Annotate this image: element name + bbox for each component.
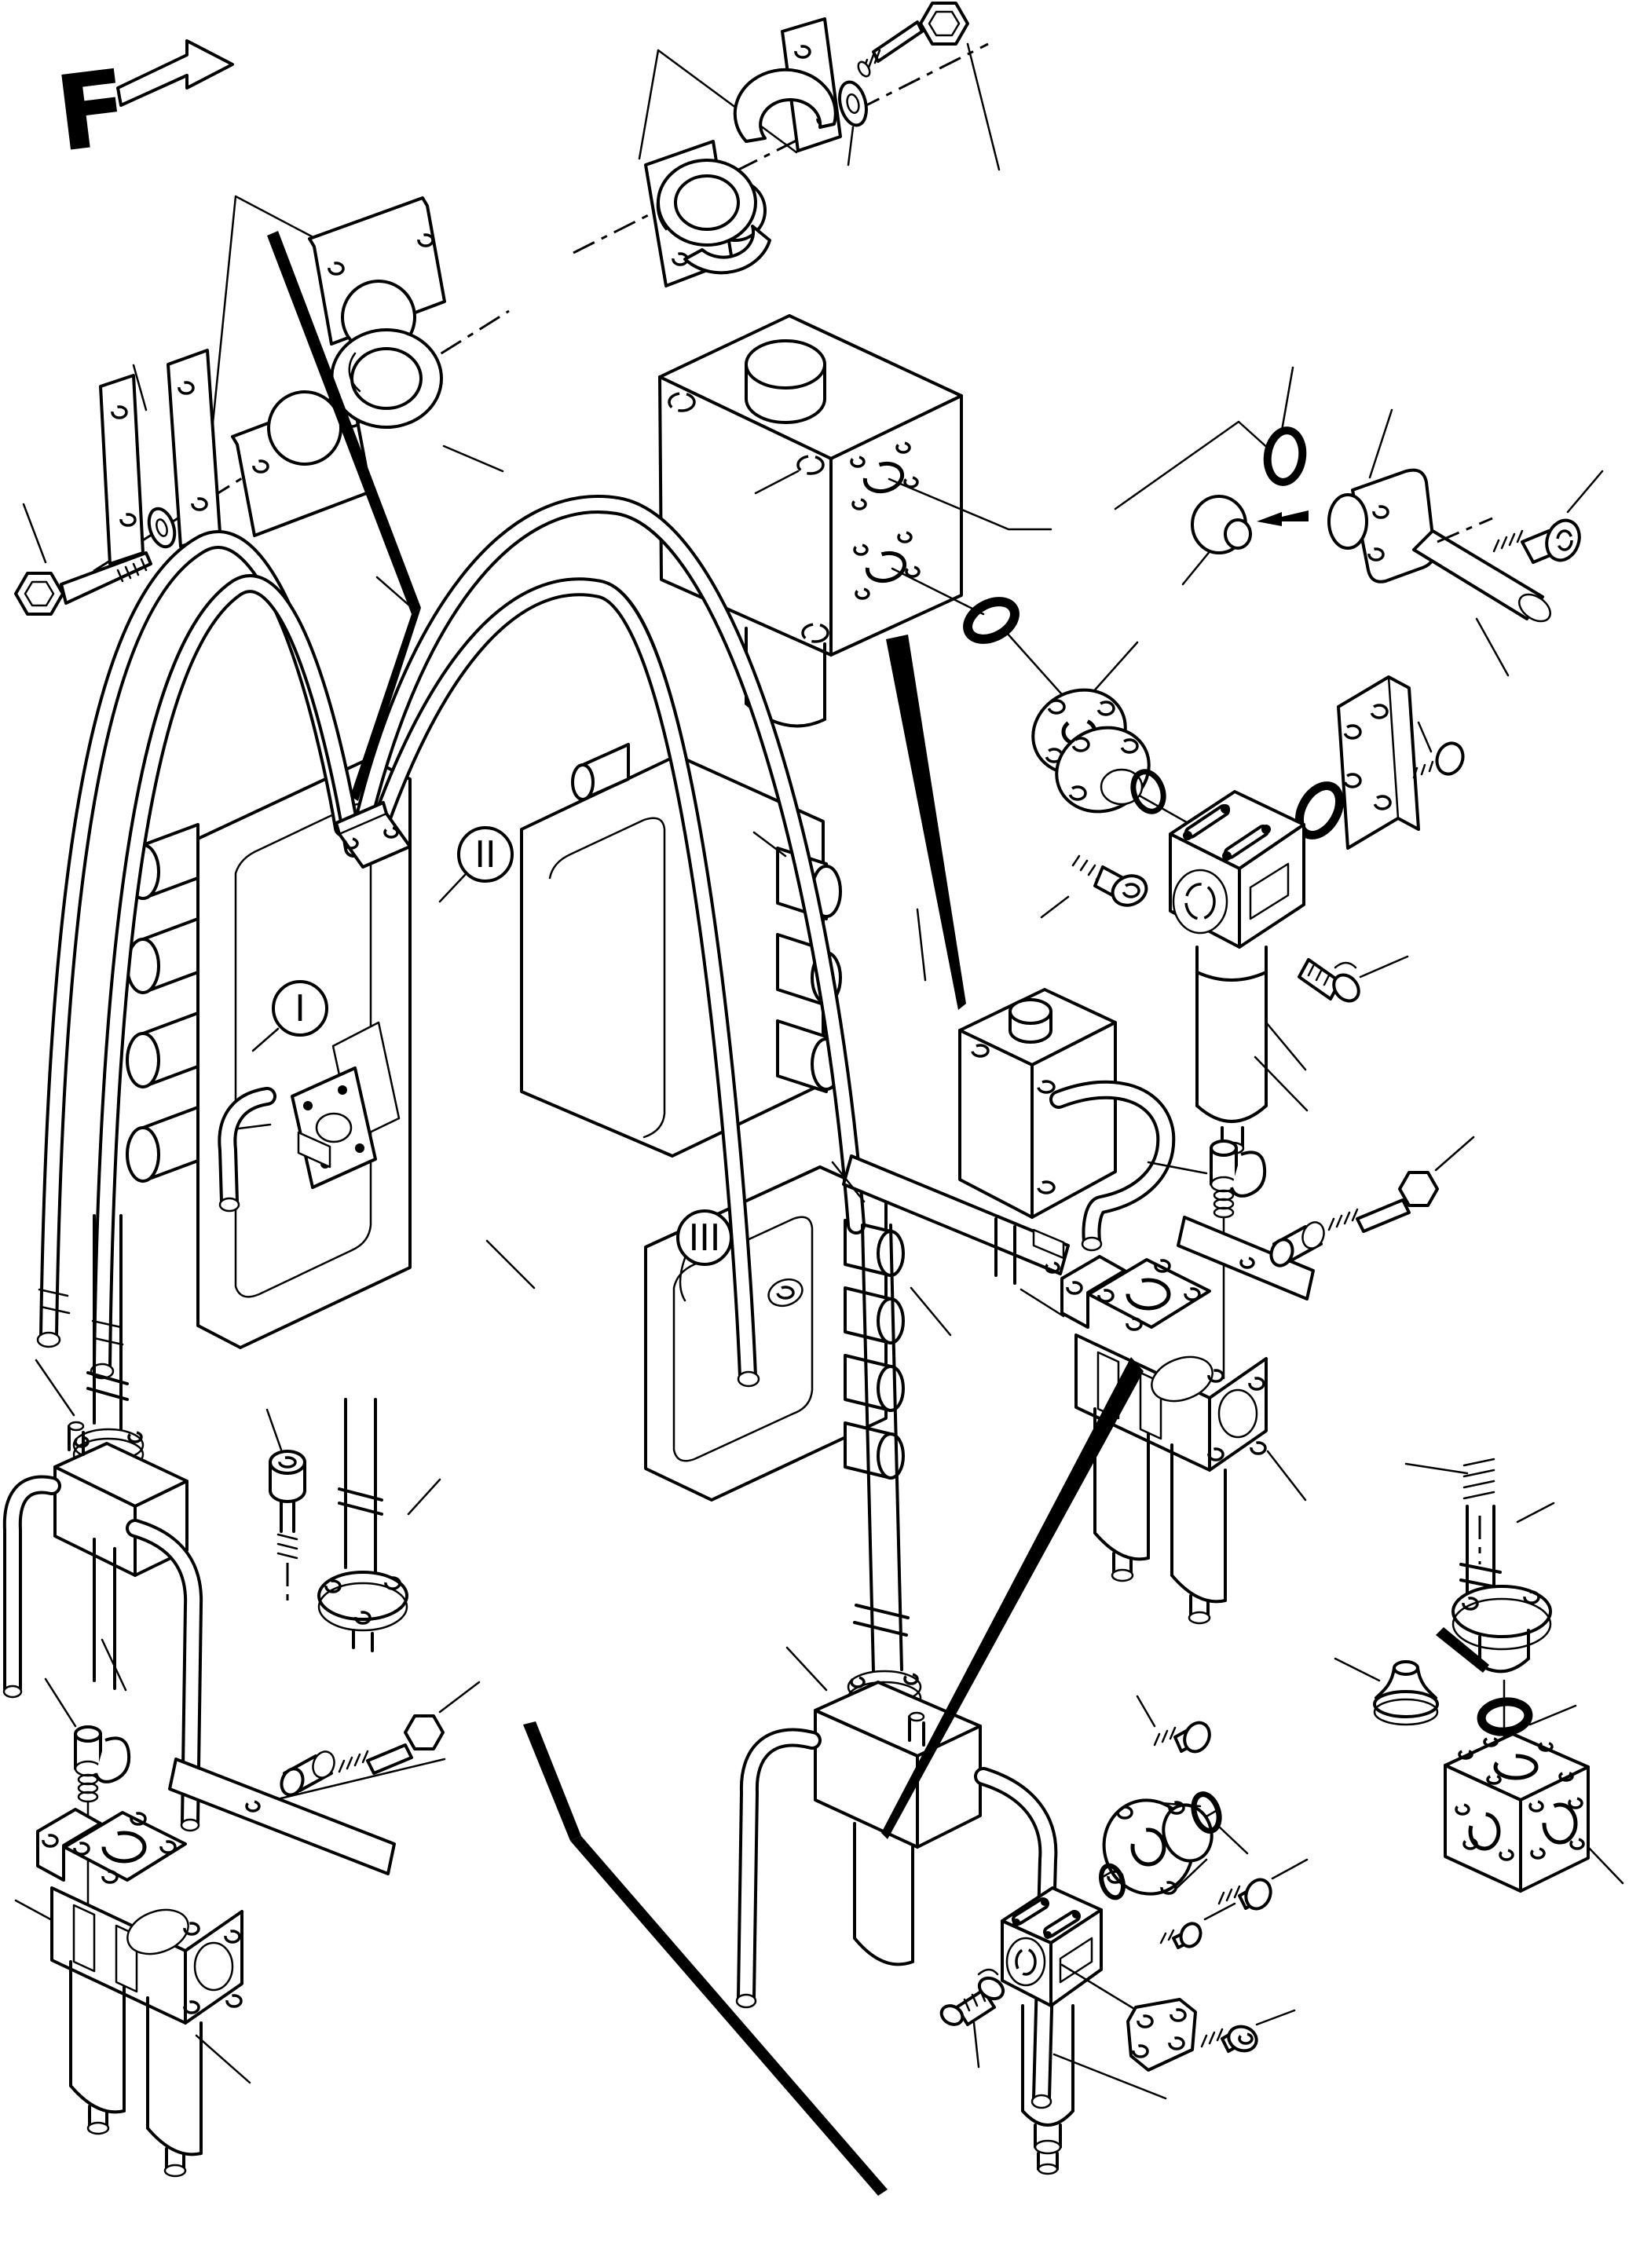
hex-bolt: [1327, 1171, 1439, 1233]
o-ring: [963, 597, 1019, 644]
clamp-plate: [99, 374, 145, 565]
socket-head-bolt: [1412, 741, 1465, 779]
hose-bushing: [656, 159, 757, 247]
view-letter: F: [49, 47, 134, 176]
socket-head-bolt: [1492, 518, 1581, 564]
port-pattern: [850, 441, 921, 600]
hex-bolt: [857, 2, 969, 78]
section-label-2-text: II: [474, 833, 496, 876]
quick-coupler-fitting: [939, 1968, 1005, 2026]
split-flange-half: [317, 1398, 408, 1652]
dual-filter-assembly-left: [14, 1677, 481, 2178]
dual-filter-head: [36, 1808, 243, 2025]
pointer-wedge: [267, 231, 421, 614]
return-filter-assembly-right: [1169, 675, 1465, 1155]
hex-bolt: [338, 1714, 445, 1775]
pointer-wedge: [1257, 510, 1309, 526]
quick-coupler-fitting: [1298, 958, 1360, 1003]
filter-bowl: [1021, 2004, 1074, 2175]
top-boss: [745, 339, 826, 424]
hex-bolt: [14, 551, 152, 616]
return-filter-assembly-bottom: [939, 1458, 1624, 2175]
o-ring: [1263, 426, 1307, 486]
view-direction-label: F: [49, 39, 234, 176]
spacer-collar: [280, 1750, 335, 1797]
pointer-wedge: [570, 1836, 888, 2196]
pointer-wedge: [881, 1357, 1144, 1839]
clamp-half-lower: [231, 390, 372, 537]
mounting-bracket: [842, 1154, 1070, 1275]
port-block-cube: [1444, 1732, 1590, 1893]
view-arrow-icon: [116, 39, 234, 107]
socket-head-bolt: [1153, 1721, 1211, 1754]
return-filter-head: [1169, 790, 1305, 949]
socket-head-bolt: [1040, 854, 1148, 919]
pointer-wedge: [886, 635, 966, 1010]
washer: [147, 507, 177, 549]
section-label-2: II: [438, 826, 514, 903]
flanged-pipe-fitting: [1327, 468, 1551, 623]
cover-plate: [1337, 675, 1420, 850]
o-ring: [1130, 769, 1166, 814]
control-valve-bank-1: [126, 757, 412, 1349]
socket-head-bolt: [269, 1450, 306, 1600]
hose-junction-block-left: [2, 1214, 441, 1832]
cover-plate: [1126, 1998, 1197, 2072]
pointer-wedge: [350, 608, 421, 801]
section-label-1-text: I: [295, 987, 306, 1030]
pointer-wedge: [1436, 1627, 1489, 1673]
port-flange-stack: [1031, 641, 1217, 919]
hydraulic-manifold-block: [658, 314, 1074, 728]
solenoid-cap: [126, 823, 200, 1183]
hydraulic-hoses: [36, 495, 866, 1388]
filter-bowl: [69, 1960, 203, 2178]
pointer-wedges: [267, 231, 1144, 2196]
bell-plug: [1191, 495, 1252, 554]
hose-bushing: [330, 328, 443, 429]
socket-head-bolt: [1200, 2025, 1258, 2053]
o-ring: [1099, 1863, 1126, 1900]
o-ring: [1477, 1697, 1533, 1736]
grease-fitting-with-cap: [74, 1725, 131, 1927]
return-filter-head: [1001, 1886, 1103, 2007]
pipe-clamp-assembly-top: [573, 2, 1001, 587]
o-ring: [1191, 1791, 1222, 1834]
pipe-clamp-assembly-left: [14, 195, 510, 616]
filter-bowl: [1093, 1407, 1227, 1625]
pilot-valve-block: [842, 908, 1176, 1285]
pointer-wedge: [523, 1721, 581, 1841]
clamp-half-upper: [733, 68, 837, 143]
bell-plug: [1373, 1660, 1439, 1726]
clamp-half-lower: [683, 225, 771, 275]
section-label-3: III: [676, 1209, 733, 1302]
o-ring: [1294, 781, 1345, 840]
flanged-pipe: [1451, 1458, 1552, 1775]
section-label-3-text: III: [689, 1216, 721, 1259]
section-label-1: I: [251, 980, 328, 1052]
upper-right-fitting-group: [1114, 366, 1604, 677]
split-flange-hub: [1101, 1798, 1217, 1896]
spacer-collar: [1269, 1221, 1325, 1268]
leader-lines: [375, 444, 952, 1337]
washer: [838, 80, 868, 127]
socket-head-bolt: [1159, 1922, 1203, 1949]
hose-clamp-block: [335, 801, 412, 869]
hose-junction-block-bottom: [735, 1224, 1058, 2109]
mounting-bracket: [168, 1758, 396, 1875]
pilot-manifold-small: [218, 1021, 401, 1213]
socket-head-bolt: [1217, 1878, 1272, 1911]
